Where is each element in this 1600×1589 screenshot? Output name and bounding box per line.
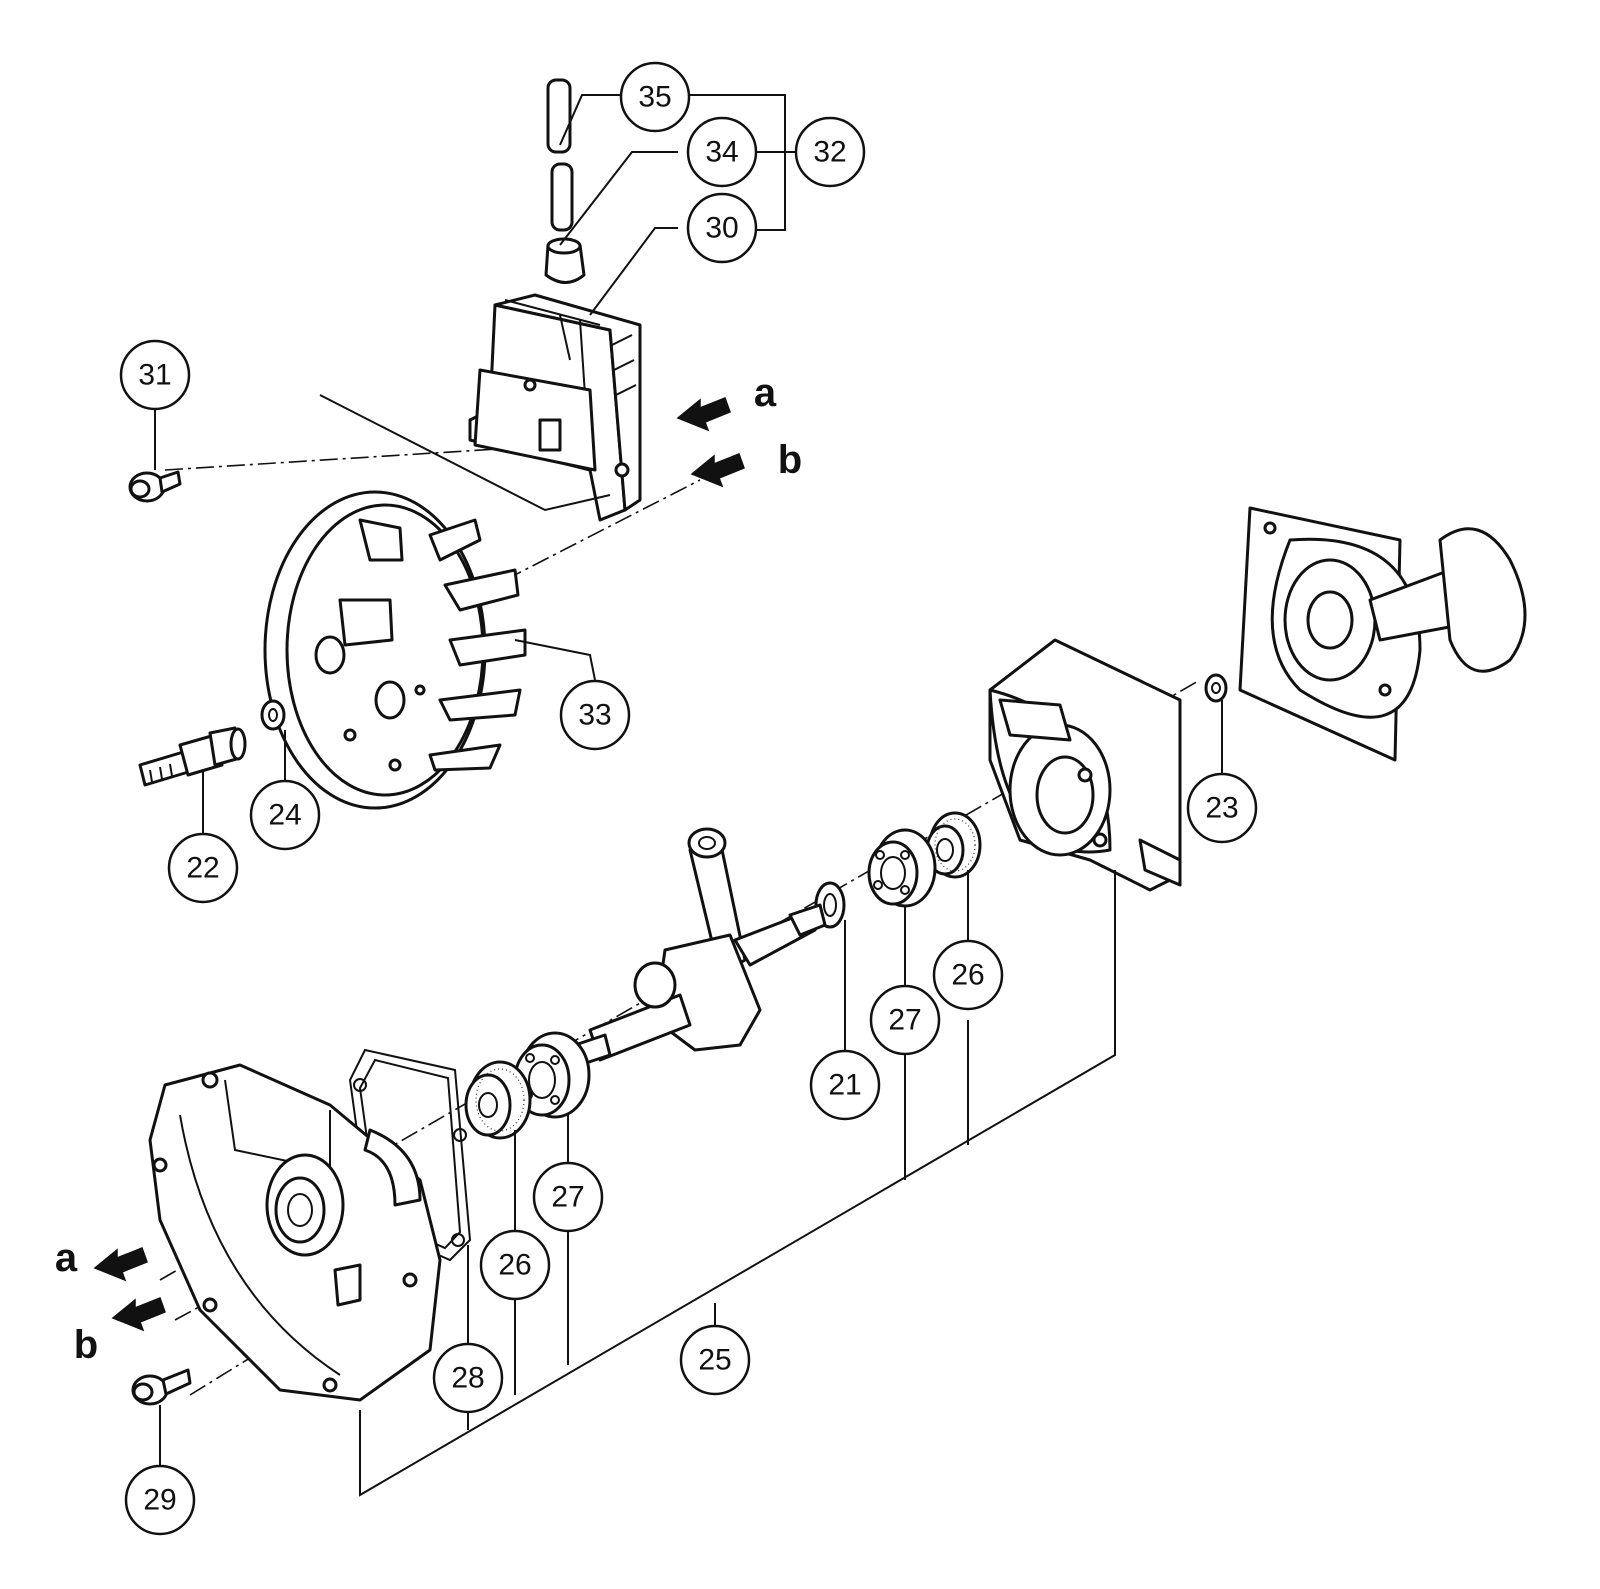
callout-33: 33 <box>559 679 631 751</box>
callout-circle <box>432 1342 504 1414</box>
callout-28: 28 <box>432 1342 504 1414</box>
callout-26b: 26 <box>479 1229 551 1301</box>
callout-number: 33 <box>578 699 611 732</box>
callout-27a: 27 <box>869 984 941 1056</box>
callout-number: 24 <box>268 799 301 832</box>
callout-number: 26 <box>951 959 984 992</box>
arrow-label-b-top: b <box>778 438 802 482</box>
callout-circle <box>686 116 758 188</box>
callout-30: 30 <box>686 192 758 264</box>
crankcase-right-part <box>988 638 1182 892</box>
callout-circle <box>249 779 321 851</box>
callout-circle <box>686 192 758 264</box>
callout-number: 30 <box>705 212 738 245</box>
callout-29: 29 <box>124 1464 196 1536</box>
callout-number: 32 <box>813 136 846 169</box>
callout-number: 26 <box>498 1249 531 1282</box>
grommet-part <box>544 237 586 284</box>
callout-circle <box>932 939 1004 1011</box>
callout-32: 32 <box>794 116 866 188</box>
callout-number: 25 <box>698 1344 731 1377</box>
callout-circle <box>869 984 941 1056</box>
callout-circle <box>619 61 691 133</box>
arrow-label-b-bottom: b <box>74 1323 98 1367</box>
callout-27b: 27 <box>532 1161 604 1233</box>
callout-circle <box>167 832 239 904</box>
callout-number: 27 <box>551 1181 584 1214</box>
callout-number: 35 <box>638 81 671 114</box>
recoil-starter-part <box>1238 506 1527 762</box>
washer-24-part <box>260 699 286 731</box>
callout-number: 29 <box>143 1484 176 1517</box>
sleeve-part <box>546 78 574 232</box>
crankshaft-part <box>573 827 827 1067</box>
leader-lines <box>154 94 1223 1497</box>
callout-31: 31 <box>119 339 191 411</box>
callout-circle <box>119 339 191 411</box>
callout-34: 34 <box>686 116 758 188</box>
arrow-a-bottom <box>93 1247 148 1282</box>
callout-25: 25 <box>679 1324 751 1396</box>
bearing-27-upper-part <box>867 828 937 908</box>
callout-circle <box>794 116 866 188</box>
callout-23: 23 <box>1186 772 1258 844</box>
callout-circle <box>1186 772 1258 844</box>
arrow-label-a-top: a <box>754 371 777 415</box>
oil-seal-26-lower-part <box>464 1060 532 1140</box>
callout-number: 27 <box>888 1004 921 1037</box>
callout-circle <box>479 1229 551 1301</box>
callout-circle <box>559 679 631 751</box>
washer-23-part <box>1204 673 1228 703</box>
callout-number: 31 <box>138 359 171 392</box>
gasket-28-part <box>348 1048 472 1262</box>
arrow-a-top <box>676 397 731 432</box>
bolt-31-part <box>128 470 182 503</box>
callout-21: 21 <box>809 1049 881 1121</box>
callout-number: 28 <box>451 1362 484 1395</box>
callout-24: 24 <box>249 779 321 851</box>
callout-circle <box>124 1464 196 1536</box>
callout-number: 21 <box>828 1069 861 1102</box>
callout-26a: 26 <box>932 939 1004 1011</box>
callout-layer: 35 34 32 30 31 33 24 22 23 26 27 21 27 26 28 25 29 <box>119 61 1258 1536</box>
ignition-coil-part <box>468 293 642 522</box>
callout-35: 35 <box>619 61 691 133</box>
crankcase-left-part <box>148 1063 442 1402</box>
flywheel-part <box>263 490 527 810</box>
callout-circle <box>532 1161 604 1233</box>
callout-number: 34 <box>705 136 738 169</box>
fitting-22-part <box>138 726 247 787</box>
callout-circle <box>679 1324 751 1396</box>
bolt-29-part <box>131 1368 192 1406</box>
callout-circle <box>809 1049 881 1121</box>
arrow-label-a-bottom: a <box>55 1236 78 1280</box>
arrow-b-top <box>690 453 745 488</box>
callout-22: 22 <box>167 832 239 904</box>
callout-number: 23 <box>1205 792 1238 825</box>
arrow-b-bottom <box>111 1297 166 1332</box>
callout-number: 22 <box>186 852 219 885</box>
